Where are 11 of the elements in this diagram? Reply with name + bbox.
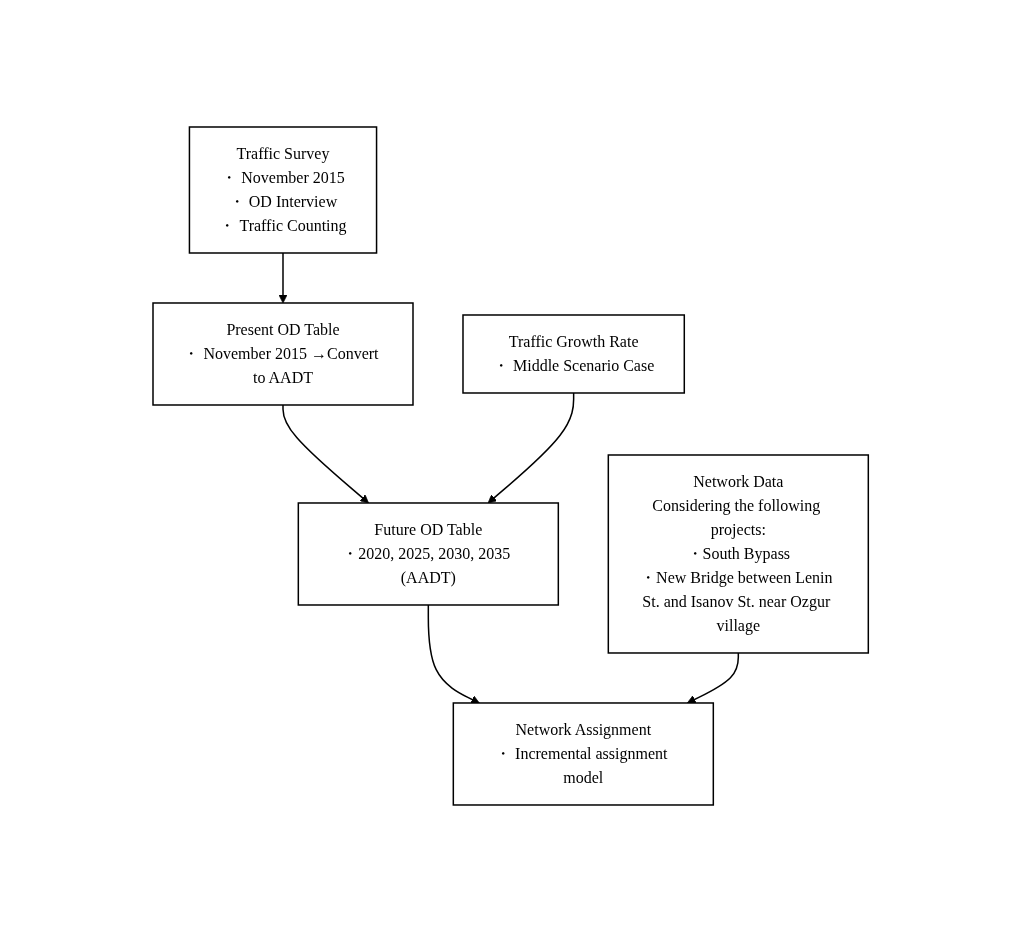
node-box: Present OD Table ・ November 2015 →Convert to AADT <box>152 301 414 406</box>
node-box: Future OD Table ・2020, 2025, 2030, 2035 (AADT) <box>297 501 559 606</box>
node-box: Network Data Considering the following projects: ・South Bypass ・New Bridge between Lenin St. and Isanov St. near Ozgur village <box>607 453 869 654</box>
node-box: Traffic Growth Rate ・ Middle Scenario Case <box>462 313 685 394</box>
arrow <box>427 603 480 703</box>
arrow <box>487 391 575 503</box>
arrow <box>686 651 739 703</box>
arrow <box>282 403 369 503</box>
node-box: Network Assignment ・ Incremental assignment model <box>452 701 714 806</box>
arrow <box>278 251 288 303</box>
node-box: Traffic Survey ・ November 2015 ・ OD Interview ・ Traffic Counting <box>188 125 378 254</box>
